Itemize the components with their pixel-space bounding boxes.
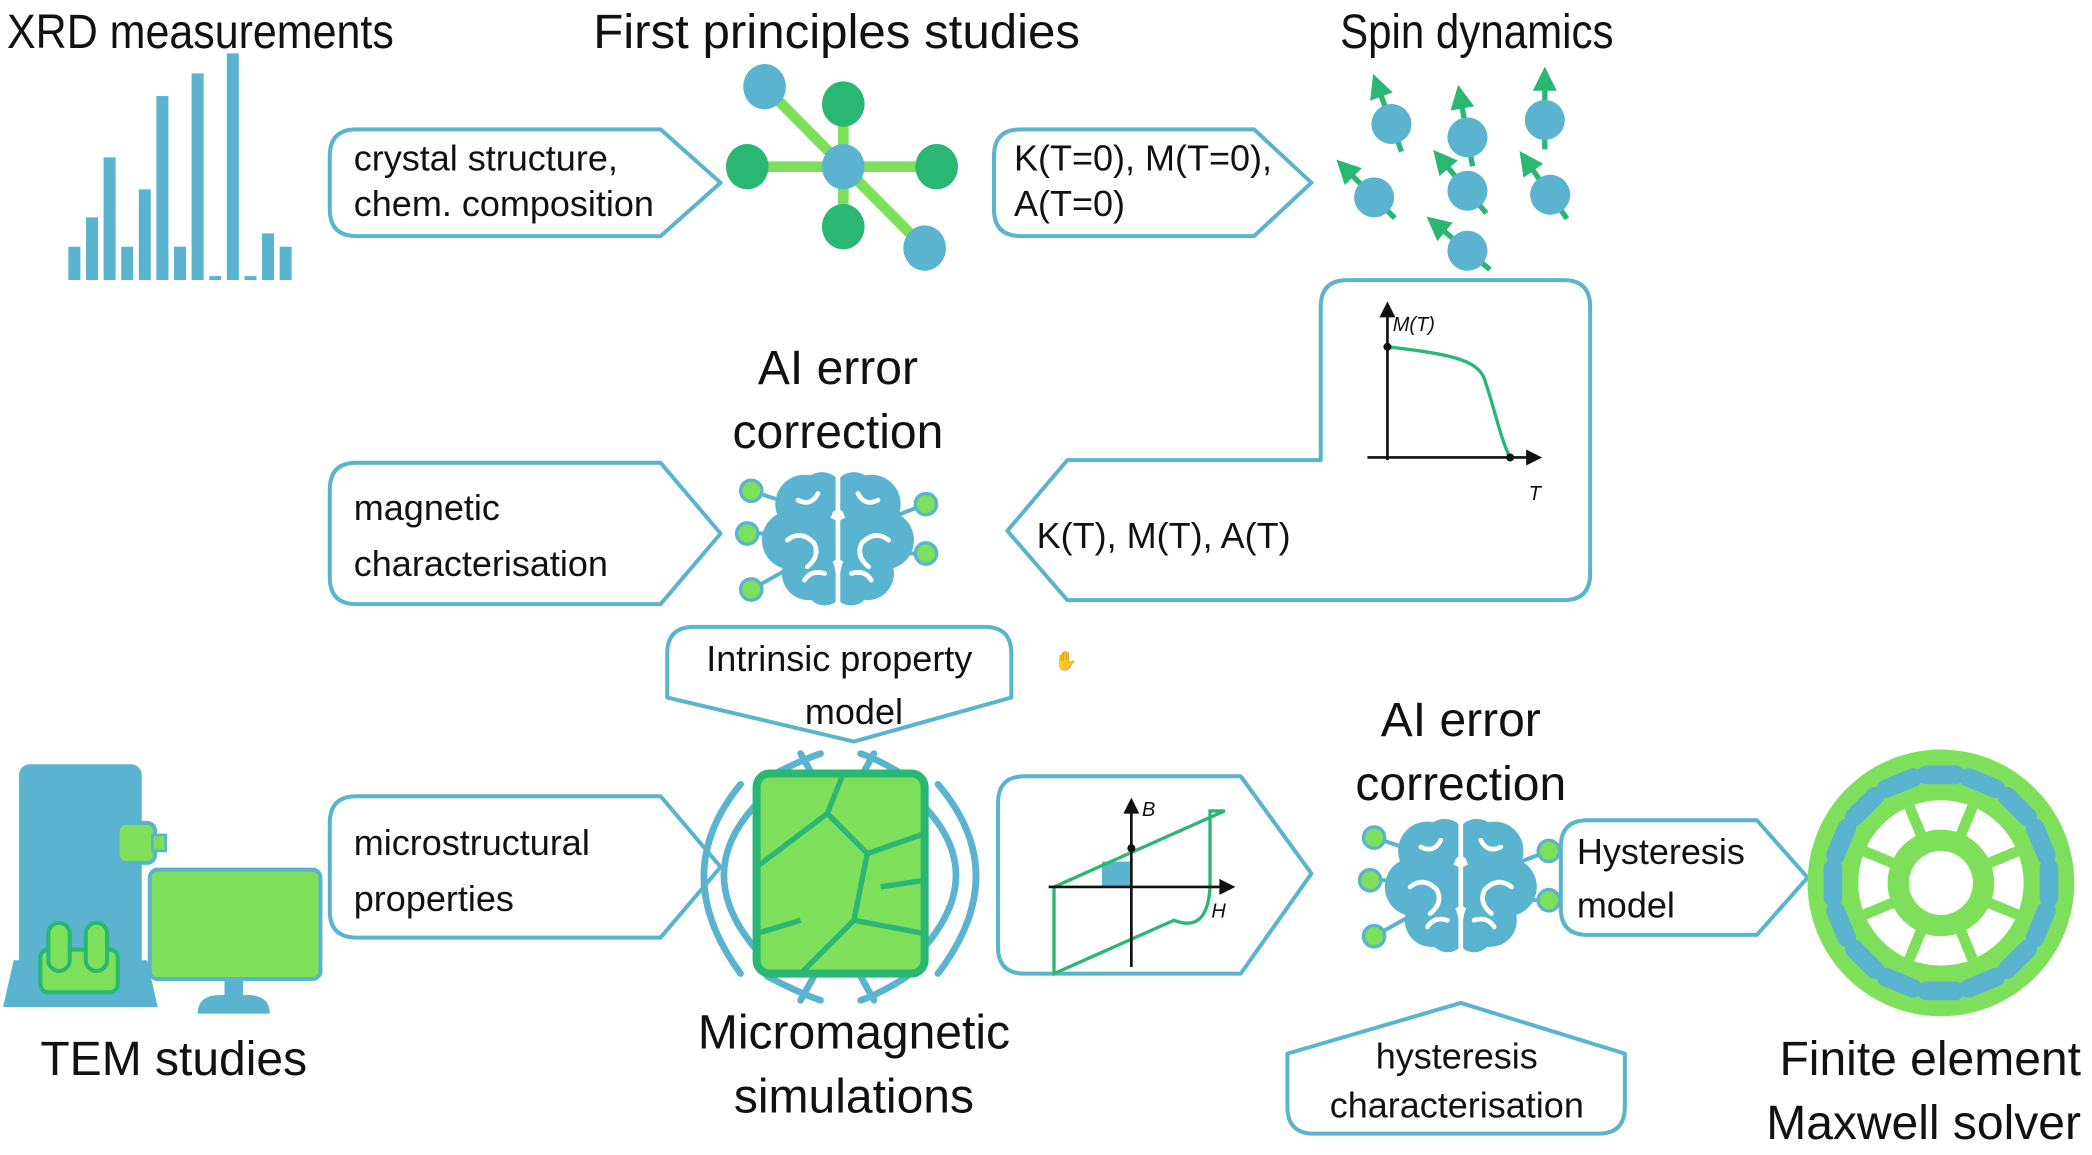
- ai-correction-2-line1: AI error: [1381, 694, 1541, 747]
- arrow-hysteresis-loop: [995, 774, 1314, 976]
- motor-magnet: [1826, 901, 1857, 948]
- arrow-hyst-model-line1: Hysteresis: [1577, 831, 1745, 872]
- motor-spoke: [1904, 804, 1927, 839]
- motor-magnet: [1876, 967, 1923, 998]
- motor-magnet: [1844, 786, 1885, 827]
- motor-magnet: [1826, 818, 1857, 865]
- xrd-bar: [279, 246, 292, 281]
- arrow-magnetic-line1: magnetic: [354, 487, 500, 528]
- arrow-temp-label: K(T), M(T), A(T): [1037, 515, 1291, 556]
- motor-spoke: [1904, 927, 1927, 962]
- tem-title: TEM studies: [40, 1033, 307, 1086]
- xrd-title: XRD measurements: [7, 6, 394, 59]
- spin-arrow: [1519, 151, 1571, 221]
- xrd-bar: [226, 53, 239, 281]
- xrd-bar: [262, 233, 275, 281]
- arrow-hyst-char-line1: hysteresis: [1376, 1035, 1538, 1076]
- arrow-magnetic-line2: characterisation: [354, 543, 608, 584]
- microscope-icon: [3, 764, 323, 1014]
- xrd-bar: [244, 276, 257, 281]
- arrow-crystal-structure: [327, 127, 723, 239]
- xrd-bar: [85, 217, 98, 281]
- xrd-bar: [121, 246, 134, 281]
- motor-magnet: [1959, 967, 2006, 998]
- arrow-hysteresis-characterisation: [1285, 1000, 1627, 1136]
- bar-chart-icon: [68, 53, 292, 281]
- motor-magnet: [1916, 981, 1965, 1001]
- motor-spoke: [1862, 846, 1897, 869]
- mt-x-label: T: [1529, 483, 1543, 505]
- fem-line1: Finite element: [1779, 1033, 2080, 1086]
- motor-magnet: [1997, 939, 2038, 980]
- brain-icon: [1359, 819, 1559, 952]
- spin-arrow: [1336, 159, 1397, 221]
- micromagnetic-line1: Micromagnetic: [698, 1006, 1010, 1059]
- spin-arrow: [1370, 73, 1412, 153]
- xrd-bar: [68, 246, 81, 281]
- micromagnetic-line2: simulations: [734, 1070, 974, 1123]
- motor-magnet: [1844, 939, 1885, 980]
- mt-plot: [1367, 301, 1543, 466]
- motor-magnet: [2025, 818, 2056, 865]
- spin-arrow: [1433, 149, 1489, 215]
- arrow-micro-line1: microstructural: [354, 822, 590, 863]
- arrow-micro-line2: properties: [354, 878, 514, 919]
- hand-cursor-icon: ✋: [1054, 650, 1077, 671]
- mt-y-label: M(T): [1393, 314, 1435, 336]
- xrd-bar: [191, 73, 204, 281]
- fem-line2: Maxwell solver: [1766, 1097, 2081, 1150]
- motor-magnet: [1876, 768, 1923, 799]
- arrow-magnetic-characterisation: [327, 460, 723, 607]
- arrow-zero-temperature: [991, 127, 1314, 239]
- xrd-bar: [138, 189, 151, 281]
- bh-x-label: H: [1211, 901, 1226, 923]
- ai-correction-1-line2: correction: [733, 406, 944, 459]
- spin-arrow: [1426, 216, 1492, 272]
- arrow-zero-t-line2: A(T=0): [1014, 183, 1125, 224]
- ai-correction-1-line1: AI error: [758, 342, 918, 395]
- motor-magnet: [1916, 765, 1965, 785]
- magnetic-grain-icon: [700, 750, 980, 1004]
- ai-correction-2-line2: correction: [1355, 758, 1566, 811]
- arrow-intrinsic-line2: model: [805, 691, 903, 732]
- first-principles-title: First principles studies: [593, 6, 1080, 59]
- spin-arrow: [1524, 66, 1565, 150]
- motor-magnet: [2025, 901, 2056, 948]
- arrow-hyst-char-line2: characterisation: [1330, 1085, 1584, 1126]
- motor-magnet: [2039, 858, 2059, 907]
- arrow-crystal-line2: chem. composition: [354, 183, 654, 224]
- xrd-bar: [156, 96, 169, 281]
- arrow-zero-t-line1: K(T=0), M(T=0),: [1014, 138, 1272, 179]
- motor-icon: [1807, 749, 2075, 1017]
- xrd-bar: [103, 157, 116, 281]
- motor-magnet: [1959, 768, 2006, 799]
- spins-icon: [1336, 66, 1571, 272]
- motor-spoke: [1955, 927, 1978, 962]
- motor-spoke: [1985, 897, 2020, 920]
- arrow-intrinsic-line1: Intrinsic property: [706, 638, 972, 679]
- molecule-icon: [725, 64, 958, 271]
- brain-icon: [737, 472, 937, 605]
- arrow-hyst-model-line2: model: [1577, 885, 1675, 926]
- arrow-hysteresis-model: [1558, 818, 1810, 937]
- xrd-bar: [209, 276, 222, 281]
- motor-spoke: [1862, 897, 1897, 920]
- bh-plot: [1048, 797, 1236, 977]
- spin-dynamics-title: Spin dynamics: [1340, 6, 1613, 59]
- arrow-crystal-line1: crystal structure,: [354, 138, 618, 179]
- arrow-temperature-dependence: [1005, 278, 1593, 603]
- motor-magnet: [1823, 858, 1843, 907]
- spin-arrow: [1447, 84, 1488, 167]
- motor-magnet: [1997, 786, 2038, 827]
- motor-spoke: [1955, 804, 1978, 839]
- bh-y-label: B: [1142, 799, 1155, 821]
- motor-spoke: [1985, 846, 2020, 869]
- arrow-intrinsic-property-model: [665, 624, 1014, 744]
- arrow-microstructural-properties: [327, 794, 723, 940]
- xrd-bar: [174, 246, 187, 281]
